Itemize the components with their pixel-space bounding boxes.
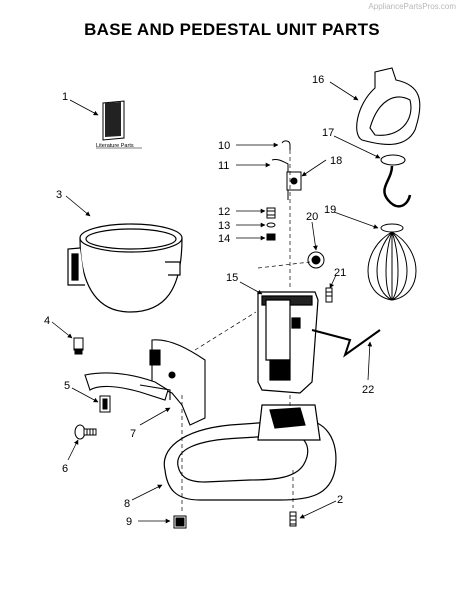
- part-4-pin[interactable]: [73, 337, 84, 355]
- part-19-wire-whip[interactable]: [367, 223, 417, 301]
- diagram-title: BASE AND PEDESTAL UNIT PARTS: [84, 20, 380, 39]
- part-18-latch[interactable]: [286, 171, 302, 191]
- part-11-spring[interactable]: [271, 159, 289, 200]
- callout-11: 11: [218, 160, 229, 172]
- callout-3: 3: [56, 189, 62, 201]
- leader-lines: [51, 81, 381, 524]
- callout-4: 4: [44, 315, 50, 327]
- callout-numbers: 1 2 3 4 5 6 7 8 9 10 11 12 13 14 15 16 1…: [44, 74, 374, 528]
- part-9-foot[interactable]: [173, 515, 187, 529]
- part-5-bracket[interactable]: [99, 395, 111, 413]
- callout-10: 10: [218, 140, 230, 152]
- callout-17: 17: [322, 127, 334, 139]
- part-1-literature[interactable]: Literature Parts: [96, 100, 142, 149]
- callout-9: 9: [126, 516, 132, 528]
- callout-13: 13: [218, 220, 230, 232]
- callout-15: 15: [226, 272, 238, 284]
- callout-5: 5: [64, 380, 70, 392]
- callout-2: 2: [337, 494, 343, 506]
- part-21-screw[interactable]: [325, 287, 333, 303]
- callout-6: 6: [62, 463, 68, 475]
- callout-8: 8: [124, 498, 130, 510]
- callout-21: 21: [334, 267, 346, 279]
- part-7-pedestal-front[interactable]: [84, 339, 206, 426]
- callout-22: 22: [362, 384, 374, 396]
- part-14-nut[interactable]: [266, 233, 276, 241]
- part-16-flat-beater[interactable]: [356, 67, 421, 146]
- part-13-washer[interactable]: [266, 222, 276, 228]
- alignment-dashes: [181, 150, 311, 512]
- part-15-pedestal-column[interactable]: [257, 291, 319, 394]
- callout-14: 14: [218, 233, 230, 245]
- callout-7: 7: [130, 428, 136, 440]
- part-20-knob[interactable]: [307, 251, 325, 269]
- part-17-dough-hook[interactable]: [380, 154, 412, 208]
- watermark: AppliancePartsPros.com: [368, 2, 456, 11]
- callout-16: 16: [312, 74, 324, 86]
- part-10-pin[interactable]: [281, 140, 291, 150]
- part-22-crank[interactable]: [311, 329, 381, 358]
- literature-label: Literature Parts: [96, 143, 134, 149]
- part-2-screw[interactable]: [289, 511, 297, 527]
- callout-19: 19: [324, 204, 336, 216]
- callout-1: 1: [62, 91, 68, 103]
- part-12-spring[interactable]: [266, 207, 276, 219]
- callout-20: 20: [306, 211, 318, 223]
- part-3-bowl[interactable]: [67, 223, 183, 313]
- part-6-screw[interactable]: [74, 424, 97, 440]
- callout-18: 18: [330, 155, 342, 167]
- callout-12: 12: [218, 206, 230, 218]
